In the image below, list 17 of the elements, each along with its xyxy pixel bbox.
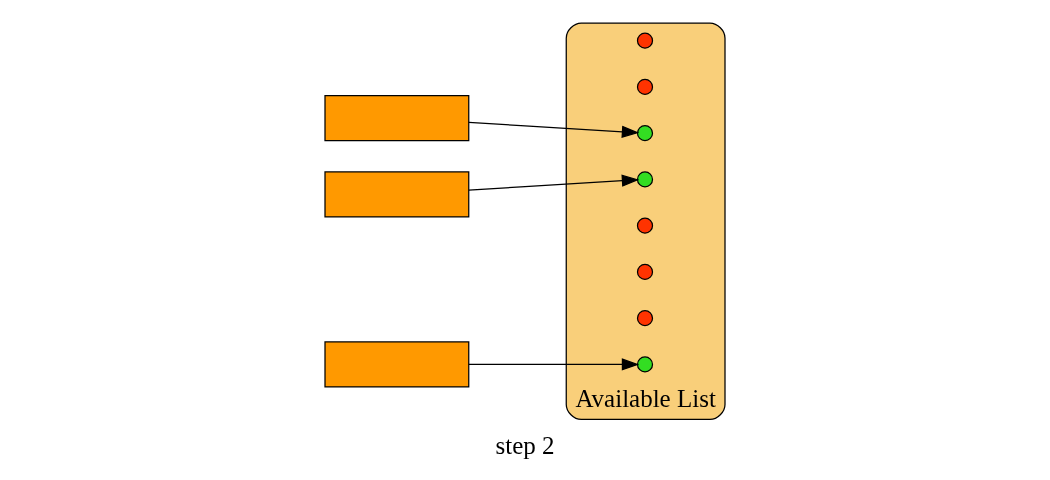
node-circle xyxy=(636,217,654,234)
node-circle xyxy=(636,32,654,49)
node-circle xyxy=(636,263,654,280)
node-box xyxy=(324,341,470,388)
arrow xyxy=(468,174,640,191)
node-circle xyxy=(636,171,654,188)
node-circle xyxy=(636,356,654,373)
caption: step 2 xyxy=(495,432,555,460)
node-label: Available List xyxy=(575,384,716,412)
arrow xyxy=(468,358,640,371)
arrow xyxy=(468,121,640,138)
cluster xyxy=(565,22,726,420)
node-box xyxy=(324,171,470,218)
node-circle xyxy=(636,125,654,142)
node-box xyxy=(324,95,470,142)
node-circle xyxy=(636,78,654,95)
node-circle xyxy=(636,310,654,327)
